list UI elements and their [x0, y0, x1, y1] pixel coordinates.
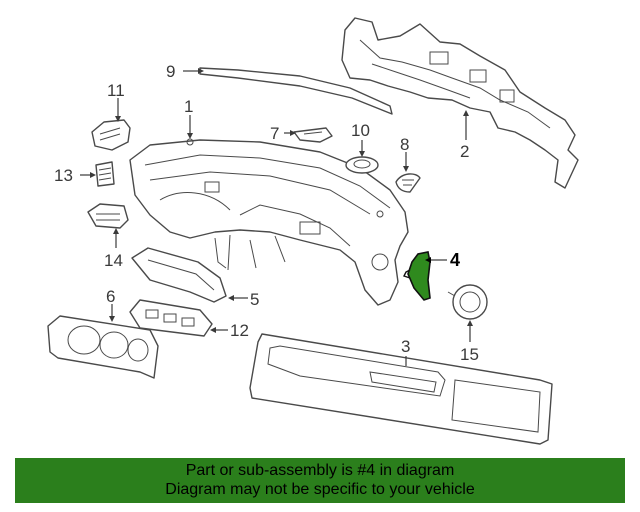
- callout-1: 1: [184, 97, 193, 116]
- part-10-disc: [345, 140, 379, 174]
- callout-2: 2: [460, 142, 469, 161]
- part-4-end-cap-highlighted: [403, 251, 447, 301]
- callout-13: 13: [54, 166, 73, 185]
- part-13-small-vent: [80, 161, 115, 187]
- callout-15: 15: [460, 345, 479, 364]
- callout-11: 11: [107, 81, 125, 100]
- part-6-cluster-bezel: [47, 304, 159, 379]
- part-3-lower-panel: [249, 333, 553, 445]
- part-11-side-vent: [91, 98, 131, 151]
- banner-line-2: Diagram may not be specific to your vehi…: [165, 481, 475, 498]
- part-12-switch-bezel: [129, 299, 228, 337]
- part-8-cover: [395, 152, 421, 193]
- callout-10: 10: [351, 121, 370, 140]
- info-banner: Part or sub-assembly is #4 in diagram Di…: [15, 458, 625, 503]
- part-14-vent-bezel: [87, 203, 129, 248]
- callout-8: 8: [400, 135, 409, 154]
- part-7-clip: [284, 127, 333, 143]
- part-9-defroster-strip: [183, 67, 393, 115]
- callout-5: 5: [250, 290, 259, 309]
- part-1-instrument-panel: [129, 115, 409, 306]
- callout-3: 3: [401, 337, 410, 356]
- part-5-lower-trim: [131, 247, 248, 303]
- part-2-crosscar-beam: [341, 17, 579, 189]
- callout-4: 4: [450, 250, 460, 270]
- callout-7: 7: [270, 124, 279, 143]
- callout-9: 9: [166, 62, 175, 81]
- callout-6: 6: [106, 287, 115, 306]
- part-15-ring: [447, 284, 488, 342]
- banner-line-1: Part or sub-assembly is #4 in diagram: [185, 462, 455, 479]
- callout-14: 14: [104, 251, 123, 270]
- callout-12: 12: [230, 321, 249, 340]
